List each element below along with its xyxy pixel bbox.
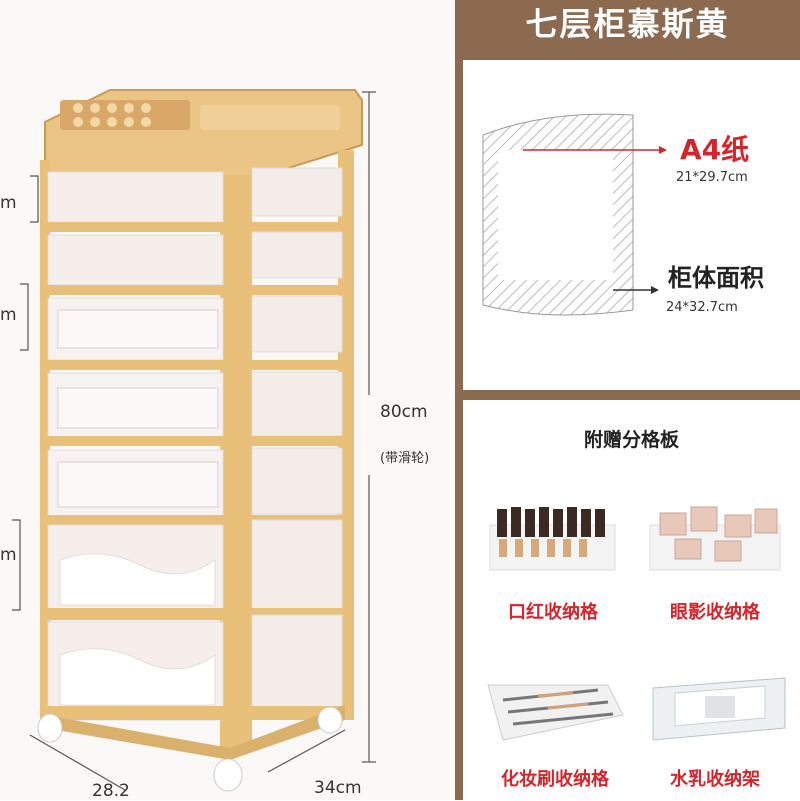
size-compare-diagram — [482, 113, 667, 316]
depth-label: 34cm — [314, 778, 362, 798]
left-dimension-ticks — [12, 175, 39, 611]
base-dimension-lines — [29, 729, 346, 791]
drawers — [45, 167, 345, 721]
product-title: 七层柜慕斯黄 — [455, 0, 800, 48]
a4-size: 21*29.7cm — [676, 170, 748, 185]
accessories-title: 附赠分格板 — [583, 429, 679, 451]
brush-organizer-image — [478, 660, 628, 750]
cabinet-illustration — [12, 89, 376, 792]
lipstick-organizer-label: 口红收纳格 — [508, 602, 598, 623]
eyeshadow-organizer-label: 眼影收纳格 — [670, 602, 760, 623]
left-mark-3: m — [0, 545, 17, 565]
left-mark-1: m — [0, 193, 17, 213]
width-label: 28.2 — [92, 781, 130, 801]
a4-label: A4纸 — [680, 133, 750, 166]
lotion-rack-image — [645, 668, 790, 748]
height-note: (带滑轮) — [380, 451, 430, 466]
brush-organizer-label: 化妆刷收纳格 — [501, 769, 609, 790]
cabinet-label: 柜体面积 — [668, 264, 764, 292]
left-mark-2: m — [0, 305, 17, 325]
height-label: 80cm — [380, 402, 428, 422]
lotion-rack-label: 水乳收纳架 — [670, 769, 760, 790]
lipstick-organizer-image — [485, 495, 620, 580]
eyeshadow-organizer-image — [645, 495, 785, 580]
cabinet-size: 24*32.7cm — [666, 300, 738, 315]
height-dimension-line — [362, 91, 376, 763]
